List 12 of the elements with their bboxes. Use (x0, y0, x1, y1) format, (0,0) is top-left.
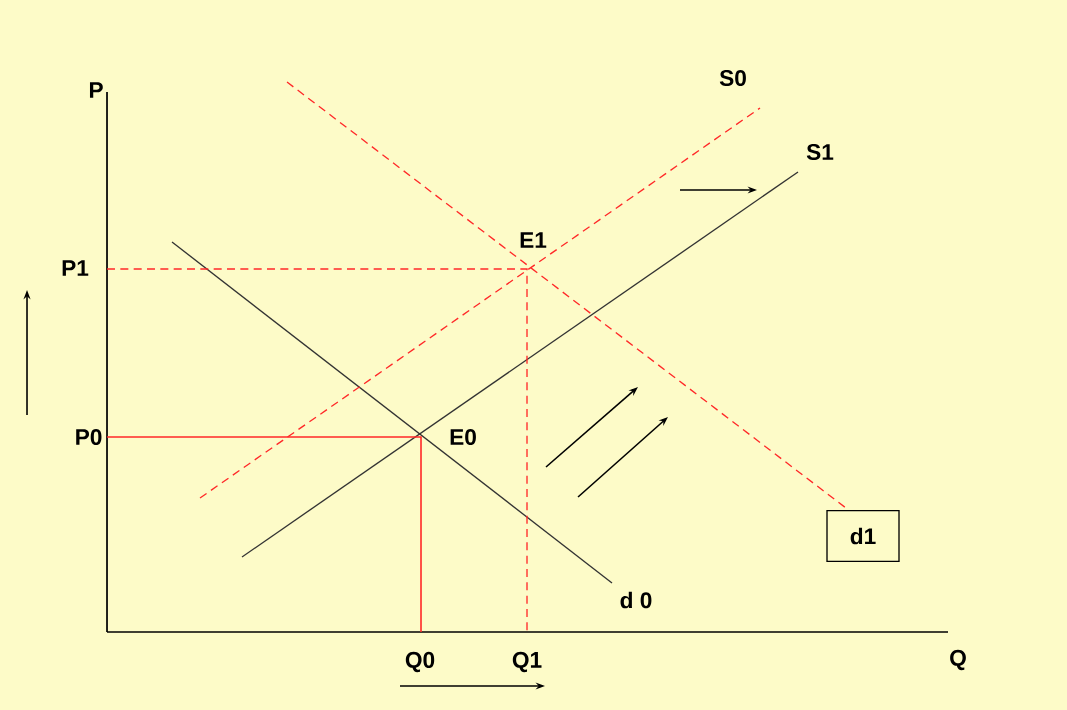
axis-label: S0 (719, 69, 746, 87)
curve-label-box: d1 (826, 510, 900, 562)
axis-label: P (90, 82, 103, 98)
axis-label: E1 (520, 232, 547, 248)
axis-label: Q1 (512, 651, 542, 673)
axis-label: Q (950, 649, 966, 671)
axis-label: S1 (806, 143, 834, 161)
axis-label: Q0 (405, 651, 435, 673)
axis-label: P1 (62, 260, 89, 276)
axis-label: P0 (76, 428, 102, 446)
axis-label: d 0 (620, 591, 652, 609)
axis-label: E0 (450, 428, 476, 446)
